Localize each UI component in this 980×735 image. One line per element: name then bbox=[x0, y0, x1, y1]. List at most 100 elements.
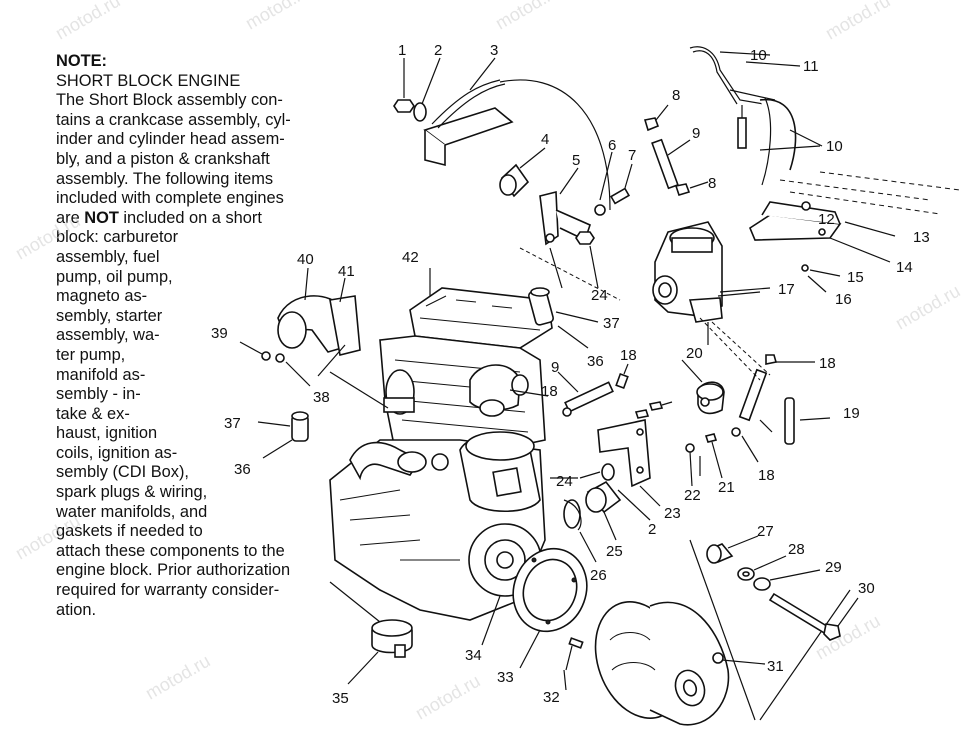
note-line: tains a crankcase assembly, cyl- bbox=[56, 110, 291, 129]
callout: 20 bbox=[686, 345, 703, 362]
part-spacer-25 bbox=[585, 480, 651, 541]
callout: 35 bbox=[332, 690, 349, 707]
note-line: required for warranty consider- bbox=[56, 581, 280, 600]
callout: 15 bbox=[847, 269, 864, 286]
callout: 23 bbox=[664, 505, 681, 522]
note-line: sembly, starter bbox=[56, 306, 163, 325]
watermark: motod.ru bbox=[822, 0, 894, 43]
part-washer-24 bbox=[579, 463, 615, 481]
note-subheading: SHORT BLOCK ENGINE bbox=[56, 71, 241, 90]
note-line: ation. bbox=[56, 600, 97, 619]
callout: 17 bbox=[778, 281, 795, 298]
callout: 33 bbox=[497, 669, 514, 686]
part-hose-9 bbox=[557, 371, 614, 417]
callout: 36 bbox=[587, 353, 604, 370]
callout: 32 bbox=[543, 689, 560, 706]
callout: 13 bbox=[913, 229, 930, 246]
part-sleeve-36 bbox=[528, 287, 599, 349]
callout: 34 bbox=[465, 647, 482, 664]
note-line: block: carburetor bbox=[56, 228, 179, 247]
part-washer bbox=[413, 57, 441, 122]
watermark: motod.ru bbox=[12, 211, 84, 264]
leader-lines bbox=[429, 268, 761, 479]
callout: 11 bbox=[803, 58, 819, 75]
part-clamp-18 bbox=[615, 363, 629, 390]
callout: 37 bbox=[603, 315, 620, 332]
callout: 1 bbox=[398, 42, 406, 59]
note-line: gaskets if needed to bbox=[56, 522, 203, 541]
part-carburetor bbox=[652, 221, 771, 345]
note-line: sembly (CDI Box), bbox=[56, 463, 189, 482]
callout: 26 bbox=[590, 567, 607, 584]
callout: 24 bbox=[556, 473, 573, 490]
note-line: assembly, fuel bbox=[56, 247, 160, 266]
callout: 10 bbox=[826, 138, 843, 155]
callout: 28 bbox=[788, 541, 805, 558]
callout: 6 bbox=[608, 137, 616, 154]
callout: 39 bbox=[211, 325, 228, 342]
callout-labels: 1 2 3 4 5 6 7 8 8 9 10 10 11 12 13 14 15… bbox=[211, 42, 930, 707]
callout: 30 bbox=[858, 580, 875, 597]
note-line: coils, ignition as- bbox=[56, 443, 178, 462]
part-throttle-cable bbox=[689, 46, 823, 186]
note-not-word: NOT bbox=[84, 208, 119, 227]
watermark: motod.ru bbox=[492, 0, 564, 33]
callout: 36 bbox=[234, 461, 251, 478]
callout: 2 bbox=[434, 42, 442, 59]
part-leader-34 bbox=[481, 595, 501, 646]
watermark: motod.ru bbox=[52, 0, 124, 43]
callout: 21 bbox=[718, 479, 735, 496]
callout: 3 bbox=[490, 42, 498, 59]
note-line: water manifolds, and bbox=[56, 502, 208, 521]
callout: 9 bbox=[551, 359, 559, 376]
callout: 37 bbox=[224, 415, 241, 432]
note-line: ter pump, bbox=[56, 345, 126, 364]
part-bolt-32 bbox=[563, 637, 584, 691]
callout: 24 bbox=[591, 287, 608, 304]
note-line: attach these components to the bbox=[56, 541, 285, 560]
watermark: motod.ru bbox=[892, 281, 964, 334]
callout: 25 bbox=[606, 543, 623, 560]
note-line: haust, ignition bbox=[56, 424, 158, 443]
part-rubber-mount-35 bbox=[329, 581, 413, 685]
part-mount-bracket-23 bbox=[597, 401, 723, 507]
part-clamp-26 bbox=[563, 499, 597, 563]
part-drive-clutch-31 bbox=[594, 539, 851, 726]
watermark: motod.ru bbox=[142, 651, 214, 704]
note-heading: NOTE: bbox=[56, 52, 107, 70]
part-sleeve-37 bbox=[257, 411, 309, 459]
callout: 12 bbox=[818, 211, 835, 228]
note-line: The Short Block assembly con- bbox=[56, 91, 283, 110]
callout: 8 bbox=[708, 175, 716, 192]
part-crank-bolt-stack bbox=[706, 535, 859, 641]
callout: 27 bbox=[757, 523, 774, 540]
part-hose-bracket bbox=[423, 57, 611, 211]
part-rubber-mount bbox=[499, 147, 546, 198]
watermark: motod.ru bbox=[812, 611, 884, 664]
part-fuel-line bbox=[643, 104, 709, 196]
note-line: bly, and a piston & crankshaft bbox=[56, 149, 270, 168]
callout: 5 bbox=[572, 152, 580, 169]
note-line: engine block. Prior authorization bbox=[56, 561, 291, 580]
note-not-pre: are bbox=[56, 208, 85, 227]
callout: 16 bbox=[835, 291, 852, 308]
callout: 18 bbox=[541, 383, 558, 400]
watermark: motod.ru bbox=[12, 511, 84, 564]
note-line: spark plugs & wiring, bbox=[56, 483, 208, 502]
watermark: motod.ru bbox=[242, 0, 314, 33]
note-line-not: are NOT included on a short bbox=[56, 209, 326, 229]
callout: 2 bbox=[648, 521, 656, 538]
callout: 40 bbox=[297, 251, 314, 268]
callout: 22 bbox=[684, 487, 701, 504]
callout: 31 bbox=[767, 658, 784, 675]
note-not-post: included on a short bbox=[118, 208, 262, 227]
short-block-note: NOTE: SHORT BLOCK ENGINE The Short Block… bbox=[56, 52, 326, 620]
callout: 18 bbox=[819, 355, 836, 372]
note-line: included with complete engines bbox=[56, 189, 284, 208]
part-engine-block bbox=[329, 270, 553, 621]
callout: 42 bbox=[402, 249, 419, 266]
part-hose-right bbox=[699, 317, 831, 463]
callout: 29 bbox=[825, 559, 842, 576]
callout: 19 bbox=[843, 405, 860, 422]
